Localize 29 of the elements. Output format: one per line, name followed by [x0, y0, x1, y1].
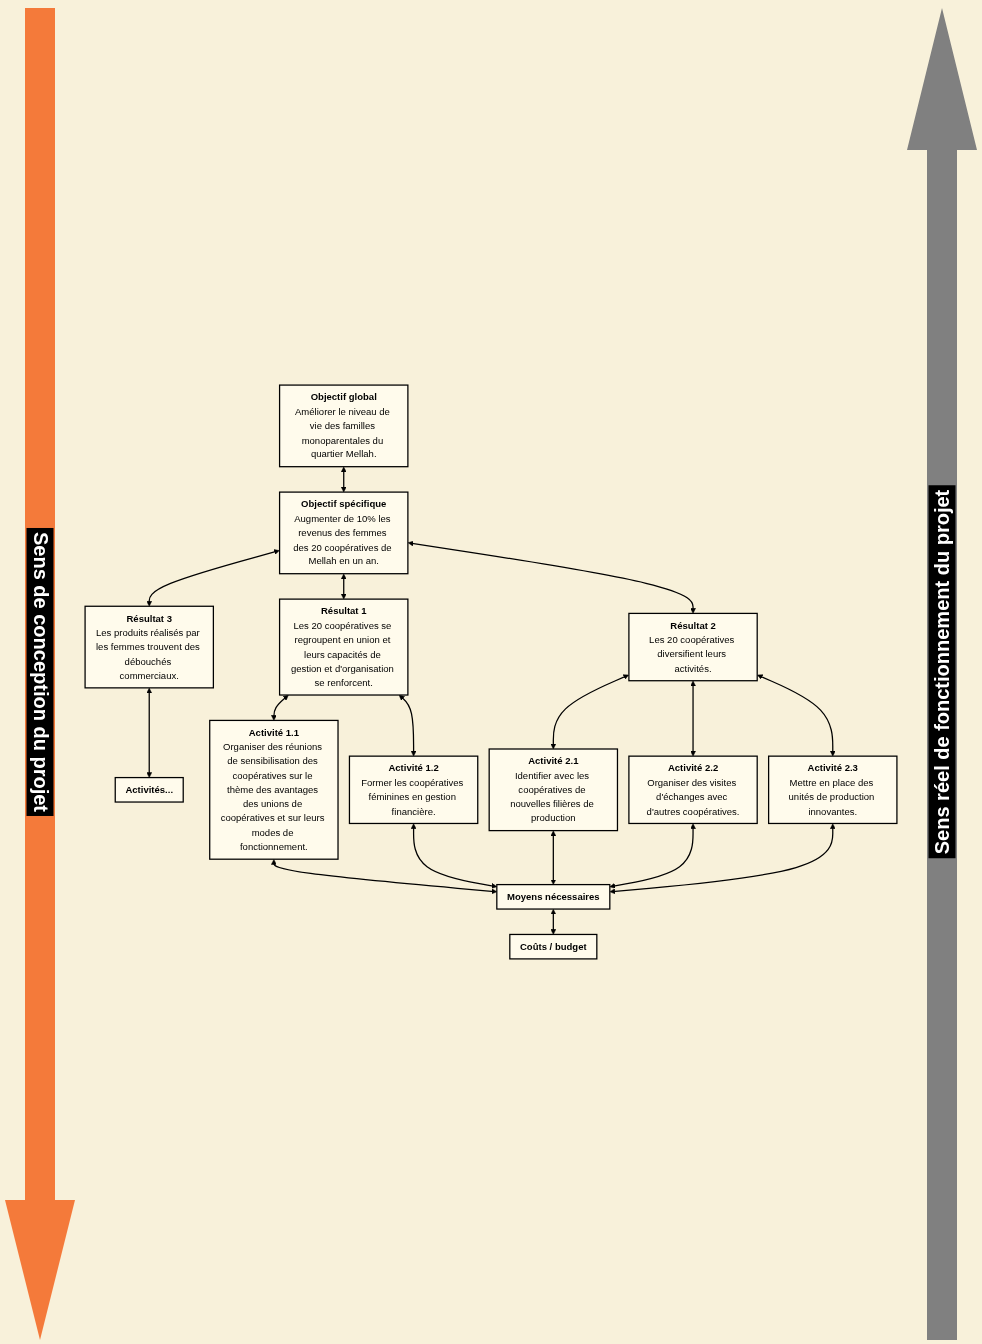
- arrow: [690, 680, 696, 757]
- node-box: Moyens nécessaires: [496, 883, 611, 910]
- arrow: [271, 694, 289, 721]
- arrow: [146, 687, 152, 778]
- node-box: Résultat 1 Les 20 coopératives se regroupent en union et leurs capacités de gestion et d'organisation se renforcent.: [278, 598, 409, 696]
- direction-label: Sens réel de fonctionnement du projet: [928, 485, 956, 859]
- arrow: [550, 830, 557, 885]
- node-box: Activité 1.2 Former les coopératives féminines en gestion financière.: [348, 755, 479, 825]
- direction-label: Sens de conception du projet: [26, 528, 54, 816]
- arrow: [550, 674, 629, 750]
- node-box: Résultat 2 Les 20 coopératives diversifient leurs activités.: [628, 612, 758, 682]
- node-box: Objectif spécifique Augmenter de 10% les revenus des femmes des 20 coopératives de Mellah en un an.: [278, 491, 409, 575]
- arrow: [550, 909, 557, 935]
- arrow: [757, 674, 836, 757]
- node-box: Activité 2.1 Identifier avec les coopératives de nouvelles filières de production: [488, 748, 619, 832]
- node-box: Objectif global Améliorer le niveau de vie des familles monoparentales du quartier Mellah.: [278, 384, 409, 468]
- arrow: [340, 466, 347, 493]
- node-box: Activité 2.3 Mettre en place des unités de production innovantes.: [768, 755, 898, 825]
- arrow: [609, 823, 836, 895]
- arrow: [407, 540, 696, 614]
- node-box: Activité 1.1 Organiser des réunions de sensibilisation des coopératives sur le thème des avantages des unions de coopératives et sur leurs modes de fonctionnement.: [209, 719, 339, 860]
- arrow: [398, 694, 417, 757]
- arrow: [146, 549, 280, 607]
- node-box: Coûts / budget: [509, 933, 598, 960]
- node-box: Activités...: [114, 776, 184, 803]
- arrow: [609, 823, 696, 889]
- node-box: Résultat 3 Les produits réalisés par les femmes trouvent des débouchés commerciaux.: [84, 605, 214, 689]
- arrow: [340, 573, 347, 600]
- node-box: Activité 2.2 Organiser des visites d'échanges avec d'autres coopératives.: [628, 755, 758, 825]
